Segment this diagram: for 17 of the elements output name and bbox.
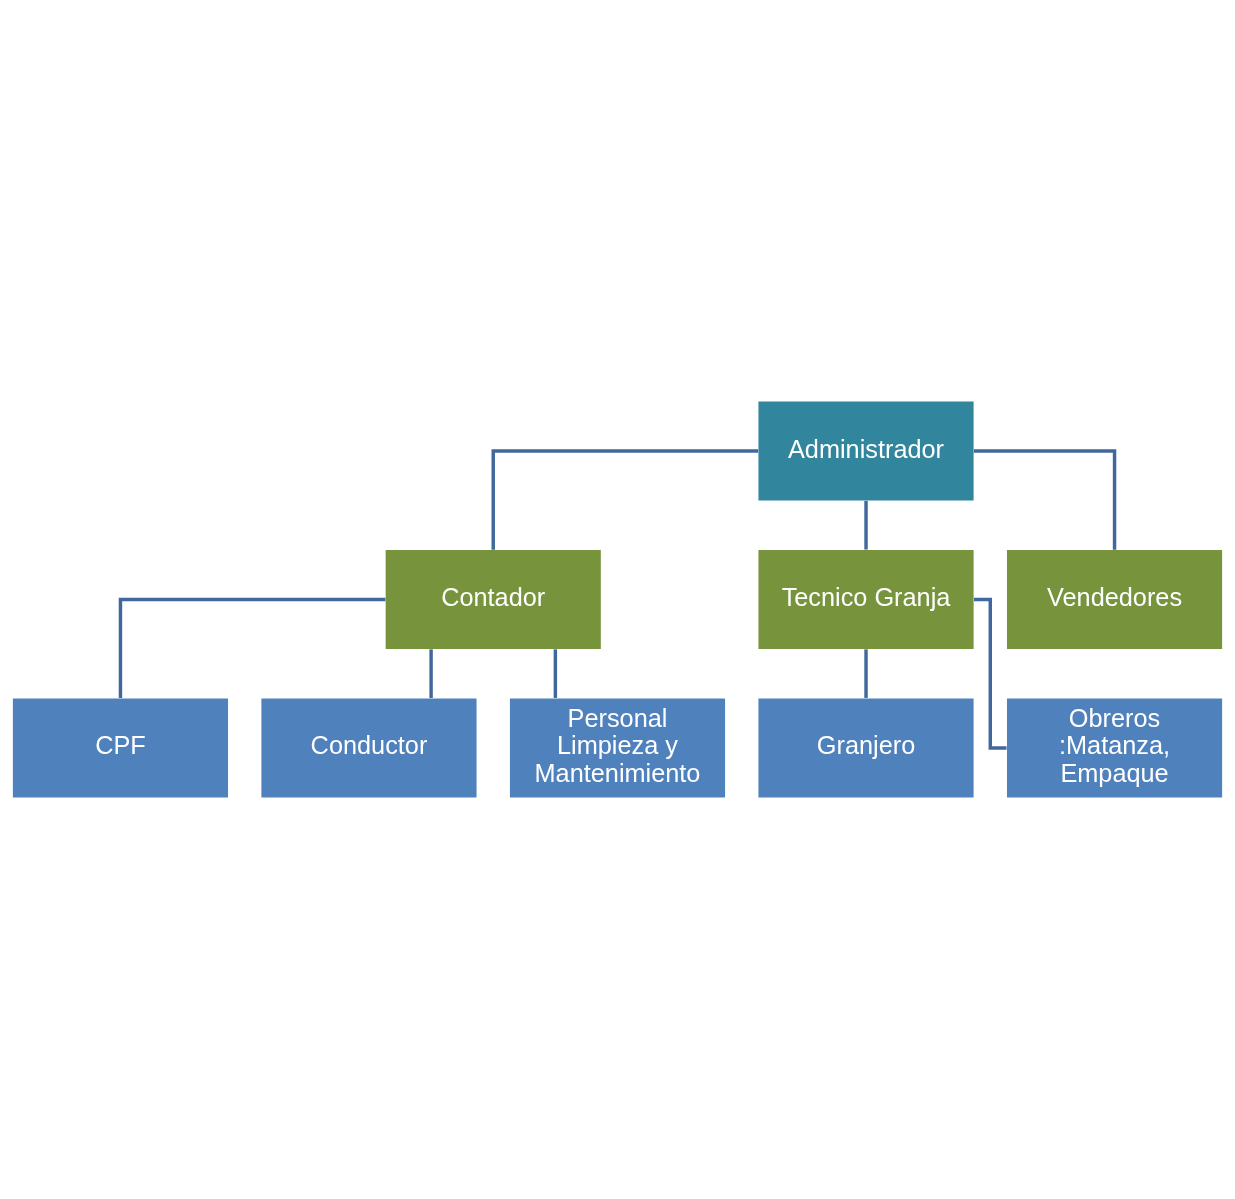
node-box: Administrador (758, 401, 974, 501)
connector (118, 597, 386, 699)
connector (974, 597, 1007, 750)
node-box: Granjero (758, 698, 974, 798)
node-box: Contador (385, 550, 601, 649)
connector (491, 449, 759, 550)
connector (553, 649, 558, 698)
node-box: Tecnico Granja (758, 550, 974, 649)
node-box: Obreros :Matanza, Empaque (1006, 698, 1223, 798)
connector (864, 500, 868, 550)
node-box: Personal Limpieza y Mantenimiento (509, 698, 726, 798)
node-box: CPF (12, 698, 229, 798)
connector (973, 449, 1117, 550)
connector (429, 649, 433, 698)
node-box: Vendedores (1006, 550, 1223, 649)
node-box: Conductor (261, 698, 477, 798)
connector (864, 649, 868, 698)
